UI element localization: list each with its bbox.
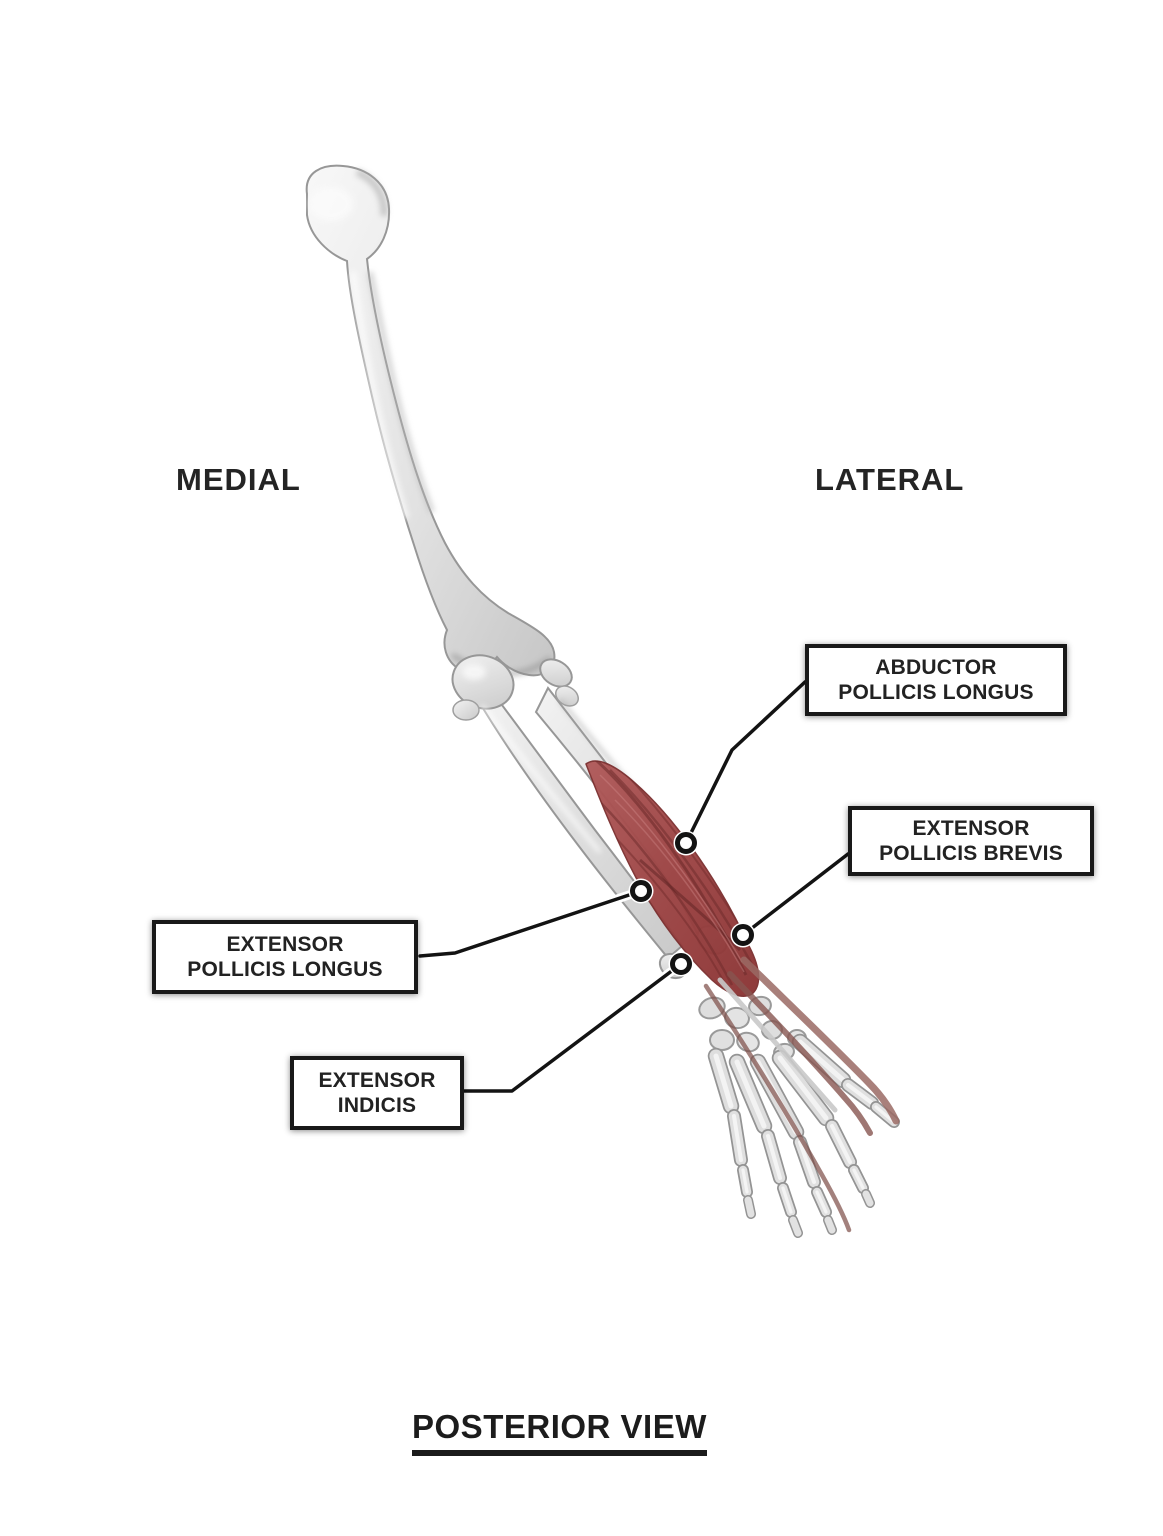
- label-line: POLLICIS LONGUS: [838, 681, 1034, 704]
- marker-abductor-pollicis-longus: [673, 830, 699, 856]
- distal-phalanges: [743, 1189, 875, 1238]
- label-line: EXTENSOR: [912, 816, 1030, 840]
- medial-orientation-label: MEDIAL: [176, 462, 301, 497]
- marker-extensor-pollicis-longus: [628, 878, 654, 904]
- humerus-bone: [305, 164, 556, 677]
- muscle-fiber-texture: [586, 760, 759, 986]
- marker-extensor-indicis: [668, 951, 694, 977]
- label-abductor-pollicis-longus: ABDUCTOR POLLICIS LONGUS: [805, 644, 1067, 716]
- leader-line-abductor-pollicis-longus: [681, 677, 810, 848]
- lateral-orientation-label: LATERAL: [815, 462, 965, 497]
- highlighted-muscle-group: [585, 760, 900, 1233]
- leader-lines: [415, 677, 853, 1096]
- leader-line-extensor-indicis: [458, 959, 686, 1096]
- label-line: ABDUCTOR: [875, 655, 997, 679]
- marker-extensor-pollicis-brevis: [730, 922, 756, 948]
- label-extensor-pollicis-longus: EXTENSOR POLLICIS LONGUS: [152, 920, 418, 994]
- muscle-tendons: [703, 956, 900, 1233]
- label-line: EXTENSOR: [226, 932, 344, 956]
- label-extensor-indicis: EXTENSOR INDICIS: [290, 1056, 464, 1130]
- middle-phalanges: [737, 1101, 900, 1218]
- label-line: INDICIS: [337, 1094, 417, 1117]
- figure-title: POSTERIOR VIEW: [412, 1410, 707, 1456]
- proximal-phalanges: [727, 1078, 879, 1189]
- markers: [628, 830, 756, 977]
- label-extensor-pollicis-brevis: EXTENSOR POLLICIS BREVIS: [848, 806, 1094, 876]
- label-line: POLLICIS LONGUS: [187, 958, 383, 981]
- hand-bones: [698, 995, 900, 1238]
- label-line: POLLICIS BREVIS: [879, 842, 1063, 865]
- label-line: EXTENSOR: [318, 1068, 436, 1092]
